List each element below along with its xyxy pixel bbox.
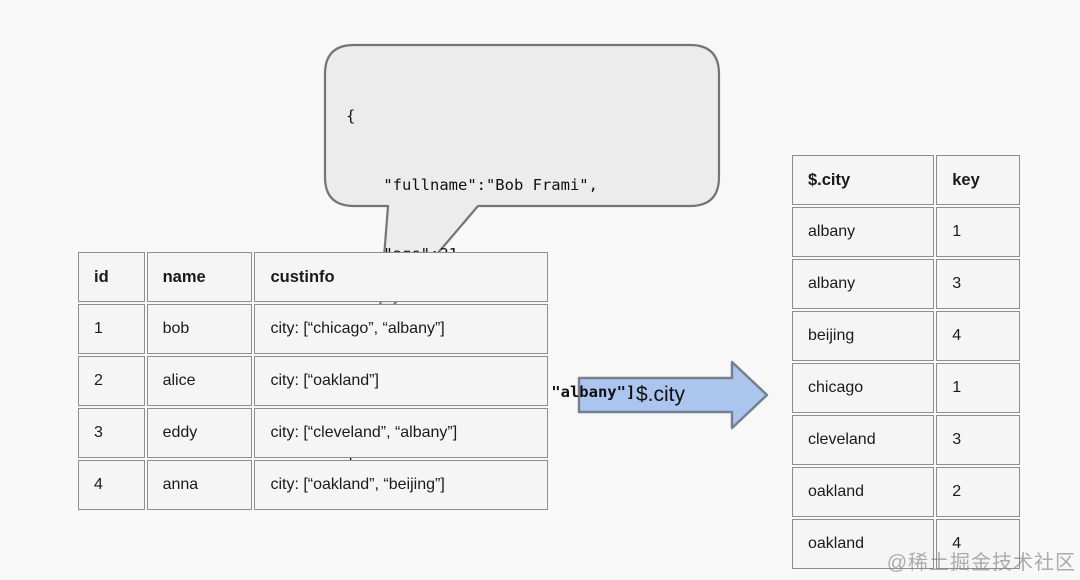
table-row: albany 1 (792, 207, 1020, 257)
source-table-header-row: id name custinfo (78, 252, 548, 302)
table-row: cleveland 3 (792, 415, 1020, 465)
cell-key: 1 (936, 207, 1020, 257)
cell-name: eddy (146, 408, 253, 458)
table-row: chicago 1 (792, 363, 1020, 413)
cell-custinfo: city: [“cleveland”, “albany”] (254, 408, 548, 458)
cell-id: 4 (78, 460, 145, 510)
cell-key: 4 (936, 311, 1020, 361)
table-row: albany 3 (792, 259, 1020, 309)
cell-name: anna (146, 460, 253, 510)
code-line: "fullname":"Bob Frami", (346, 176, 598, 194)
table-row: oakland 2 (792, 467, 1020, 517)
cell-custinfo: city: [“oakland”] (254, 356, 548, 406)
cell-city: cleveland (792, 415, 935, 465)
cell-name: bob (146, 304, 253, 354)
cell-name: alice (146, 356, 253, 406)
arrow-label: $.city (635, 383, 685, 406)
cell-id: 3 (78, 408, 145, 458)
cell-id: 1 (78, 304, 145, 354)
cell-custinfo: city: [“chicago”, “albany”] (254, 304, 548, 354)
code-line: { (346, 107, 356, 125)
source-header-name: name (146, 252, 253, 302)
cell-city: chicago (792, 363, 935, 413)
table-row: 2 alice city: [“oakland”] (78, 356, 548, 406)
cell-custinfo: city: [“oakland”, “beijing”] (254, 460, 548, 510)
cell-city: albany (792, 259, 935, 309)
watermark: @稀土掘金技术社区 (886, 552, 1076, 574)
cell-city: albany (792, 207, 935, 257)
result-header-key: key (936, 155, 1020, 205)
source-header-custinfo: custinfo (254, 252, 548, 302)
table-row: 3 eddy city: [“cleveland”, “albany”] (78, 408, 548, 458)
source-header-id: id (78, 252, 145, 302)
result-table-header-row: $.city key (792, 155, 1020, 205)
result-header-city: $.city (792, 155, 935, 205)
transform-arrow (577, 360, 769, 430)
cell-key: 4 (936, 519, 1020, 569)
cell-key: 1 (936, 363, 1020, 413)
table-row: 1 bob city: [“chicago”, “albany”] (78, 304, 548, 354)
cell-id: 2 (78, 356, 145, 406)
table-row: oakland 4 (792, 519, 1020, 569)
table-row: 4 anna city: [“oakland”, “beijing”] (78, 460, 548, 510)
cell-city: beijing (792, 311, 935, 361)
table-row: beijing 4 (792, 311, 1020, 361)
cell-city: oakland (792, 519, 935, 569)
cell-key: 3 (936, 259, 1020, 309)
source-table: id name custinfo 1 bob city: [“chicago”,… (76, 250, 550, 512)
cell-key: 2 (936, 467, 1020, 517)
result-table: $.city key albany 1 albany 3 beijing 4 c… (790, 153, 1022, 571)
cell-key: 3 (936, 415, 1020, 465)
cell-city: oakland (792, 467, 935, 517)
